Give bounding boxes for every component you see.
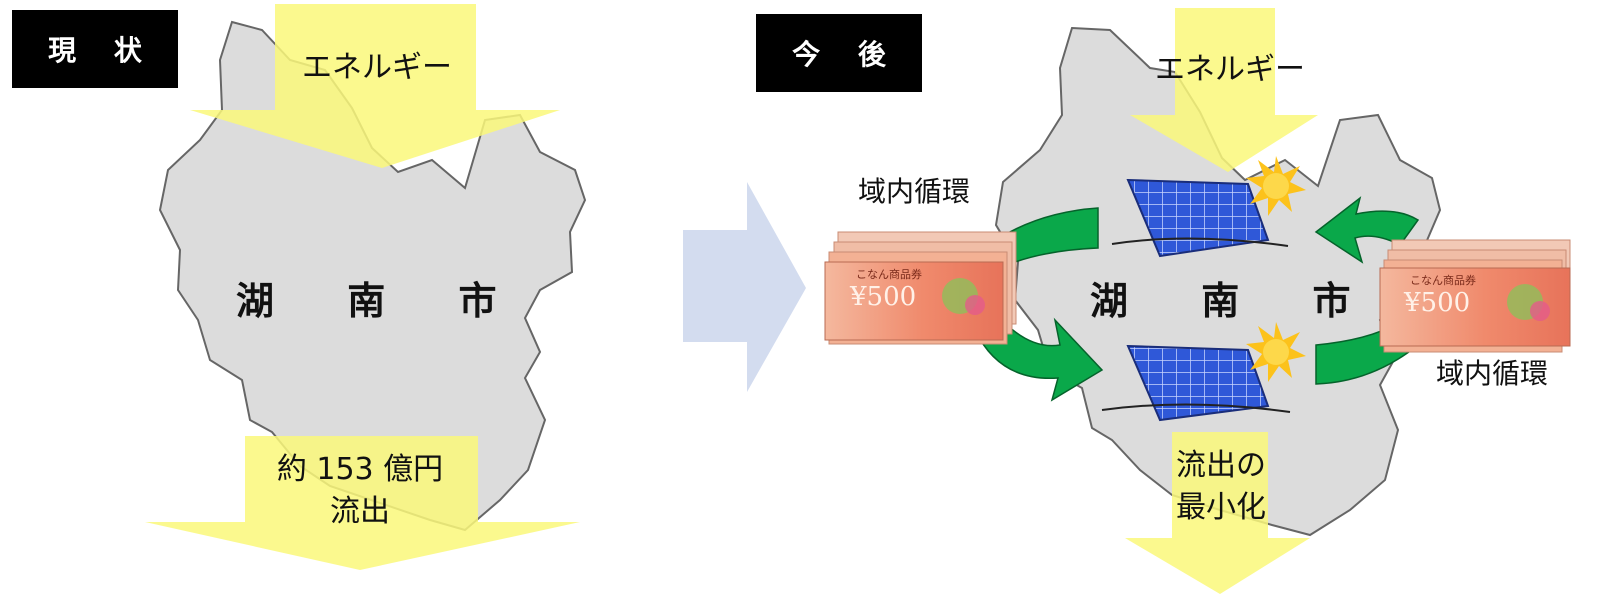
outflow-amount-left: 約 153 億円 (276, 452, 444, 487)
outflow-label-left: 流出 (330, 494, 390, 529)
voucher-stack-left (824, 231, 1017, 345)
energy-label-left: エネルギー (302, 50, 452, 85)
solar-panel-top (1111, 178, 1289, 258)
voucher-title-left: こなん商品券 (856, 268, 922, 281)
voucher-value-left: ¥500 (850, 282, 917, 312)
konan-city-map-left (158, 20, 587, 532)
local-circulation-label-right: 域内循環 (1436, 357, 1549, 390)
local-circulation-label-left: 域内循環 (858, 175, 971, 208)
energy-label-right: エネルギー (1155, 52, 1305, 87)
voucher-title-right: こなん商品券 (1410, 274, 1476, 287)
transition-arrow (683, 182, 806, 392)
outflow-arrow-left (145, 436, 580, 570)
outflow-arrow-right (1125, 432, 1310, 594)
city-name-right: 湖 南 市 (1090, 279, 1381, 323)
city-name-left: 湖 南 市 (236, 279, 527, 323)
sun-icon-top (1246, 156, 1306, 216)
voucher-value-right: ¥500 (1404, 288, 1471, 318)
outflow-label-right-line1: 流出の (1176, 448, 1266, 483)
outflow-label-right-line2: 最小化 (1176, 490, 1266, 525)
voucher-stack-right (1379, 239, 1571, 353)
circulation-arrow-right-top (1314, 196, 1420, 264)
energy-arrow-left (190, 4, 560, 168)
energy-arrow-right (1130, 8, 1318, 172)
current-state-label: 現 状 (12, 10, 178, 88)
future-state-label: 今 後 (756, 14, 922, 92)
sun-icon-bottom (1246, 322, 1306, 382)
solar-panel-bottom (1101, 344, 1291, 422)
